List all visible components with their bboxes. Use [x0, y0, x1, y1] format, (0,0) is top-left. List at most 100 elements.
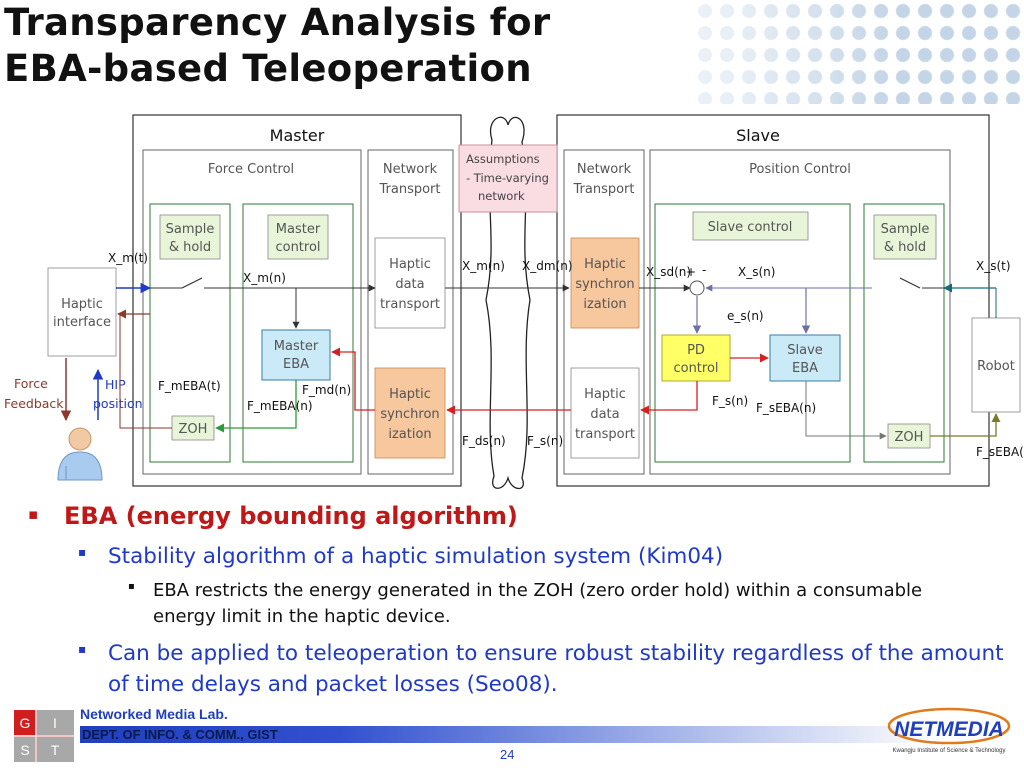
master-sampler-switch [181, 277, 203, 289]
netmedia-logo-text: NETMEDIA [894, 718, 1004, 741]
sig-es-n: e_s(n) [727, 309, 764, 323]
gist-letter-g: G [20, 715, 31, 731]
sig-xsd-n: X_sd(n) [646, 265, 691, 279]
haptic-interface-box [47, 267, 117, 357]
sig-plus: + [686, 265, 696, 279]
bullet-eba-text: EBA (energy bounding algorithm) [64, 502, 518, 530]
slave-sampler-switch [899, 277, 921, 289]
slave-eba-1: Slave [787, 343, 823, 358]
slave-control-frame [654, 203, 851, 463]
force-control-frame [142, 149, 362, 475]
bullet-teleoperation-text: Can be applied to teleoperation to ensur… [108, 641, 1004, 697]
bullet-stability-text: Stability algorithm of a haptic simulati… [108, 544, 724, 569]
department-bar [80, 726, 940, 743]
sig-fseba-n: F_sEBA(n) [756, 401, 816, 415]
robot-box [971, 317, 1021, 413]
sig-xm-n-a: X_m(n) [243, 271, 286, 285]
master-control-2: control [275, 240, 320, 255]
eba-teleoperation-diagram: Master Slave Force Control Network Trans… [4, 114, 1024, 490]
master-sample-hold-frame [149, 203, 231, 463]
slave-control-box [692, 211, 809, 241]
bullet-marker: ▪ [78, 545, 87, 559]
master-sync-2: synchron [380, 407, 439, 422]
hip-position-label-1: HIP [105, 377, 126, 392]
sig-fmeba-n: F_mEBA(n) [247, 399, 313, 413]
slave-sync-2: synchron [575, 277, 634, 292]
slave-control-label: Slave control [708, 220, 793, 235]
netmedia-logo-sub: Kwangju Institute of Science & Technolog… [893, 748, 1006, 754]
fseba-to-zoh [805, 381, 887, 440]
force-control-label: Force Control [208, 162, 294, 177]
force-feedback-label-2: Feedback [4, 396, 64, 411]
sig-xm-n-b: X_m(n) [462, 259, 505, 273]
slave-network-label-2: Transport [572, 182, 634, 197]
slave-hdt-2: data [590, 407, 619, 422]
netmedia-logo: NETMEDIA Kwangju Institute of Science & … [887, 707, 1011, 754]
master-control-box [267, 214, 329, 260]
summing-junction [689, 280, 705, 296]
robot-label: Robot [977, 359, 1015, 374]
sig-minus: - [702, 263, 706, 277]
lab-name: Networked Media Lab. [80, 706, 228, 722]
sig-fds-n: F_ds(n) [462, 434, 506, 448]
slave-sample-hold-box [873, 214, 937, 260]
slave-title: Slave [736, 126, 780, 145]
assumptions-1: Assumptions [466, 152, 540, 166]
pd-control-box [661, 334, 731, 382]
slave-sync-3: ization [583, 297, 626, 312]
force-feedback-label-1: Force [14, 376, 48, 391]
master-haptic-sync-box [374, 367, 446, 459]
sig-fmd-n: F_md(n) [302, 383, 351, 397]
slave-sync-1: Haptic [584, 257, 626, 272]
slave-zoh-label: ZOH [895, 430, 924, 445]
master-title: Master [270, 126, 325, 145]
sig-fseba-t: F_sEBA(t) [976, 445, 1024, 459]
slave-network-label-1: Network [577, 162, 632, 177]
sig-xm-t: X_m(t) [108, 251, 148, 265]
sig-xs-t: X_s(t) [976, 259, 1011, 273]
gist-letter-s: S [20, 742, 29, 758]
gist-letter-i: I [53, 715, 57, 731]
slave-sample-hold-frame [863, 203, 945, 463]
master-sync-3: ization [388, 427, 431, 442]
slave-zoh-box [887, 423, 931, 449]
slide-title: Transparency Analysis for EBA-based Tele… [4, 0, 550, 92]
zoh-to-robot [930, 413, 1001, 437]
hip-position-label-2: position [93, 396, 143, 411]
slave-eba-2: EBA [792, 361, 818, 376]
master-hdt-2: data [395, 277, 424, 292]
assumptions-3: network [478, 189, 525, 203]
fmd-to-eba [331, 347, 375, 411]
master-eba-box [261, 329, 331, 381]
sig-fs-n-b: F_s(n) [712, 394, 748, 408]
master-hdt-1: Haptic [389, 257, 431, 272]
master-network-label-1: Network [383, 162, 438, 177]
fs-to-hdt [640, 381, 698, 415]
master-eba-1: Master [274, 339, 319, 354]
slave-eba-box [769, 334, 841, 382]
slide-title-line-2: EBA-based Teleoperation [4, 47, 532, 90]
master-network-transport-frame [367, 149, 454, 475]
sig-fmeba-t: F_mEBA(t) [158, 379, 221, 393]
master-eba-2: EBA [283, 357, 309, 372]
master-sample-hold-box [159, 214, 221, 260]
sig-xdm-n: X_dm(n) [522, 259, 573, 273]
gist-logo: G I S T [14, 710, 74, 762]
master-control-1: Master [276, 222, 321, 237]
pd-control-1: PD [687, 343, 705, 358]
slave-hdt-1: Haptic [584, 387, 626, 402]
sig-xs-n: X_s(n) [738, 265, 775, 279]
slave-network-transport-frame [563, 149, 645, 475]
master-hdt-3: transport [380, 297, 440, 312]
eba-to-zoh [215, 380, 297, 433]
master-haptic-data-transport-box [374, 237, 446, 329]
haptic-interface-1: Haptic [61, 297, 103, 312]
gist-letter-t: T [51, 742, 60, 758]
haptic-interface-2: interface [53, 315, 111, 330]
page-number: 24 [500, 747, 515, 762]
header-dot-fade [504, 0, 1024, 104]
sig-fs-n-a: F_s(n) [527, 434, 563, 448]
user-figure-icon [57, 427, 103, 481]
position-control-label: Position Control [749, 162, 851, 177]
master-control-frame [242, 203, 354, 463]
